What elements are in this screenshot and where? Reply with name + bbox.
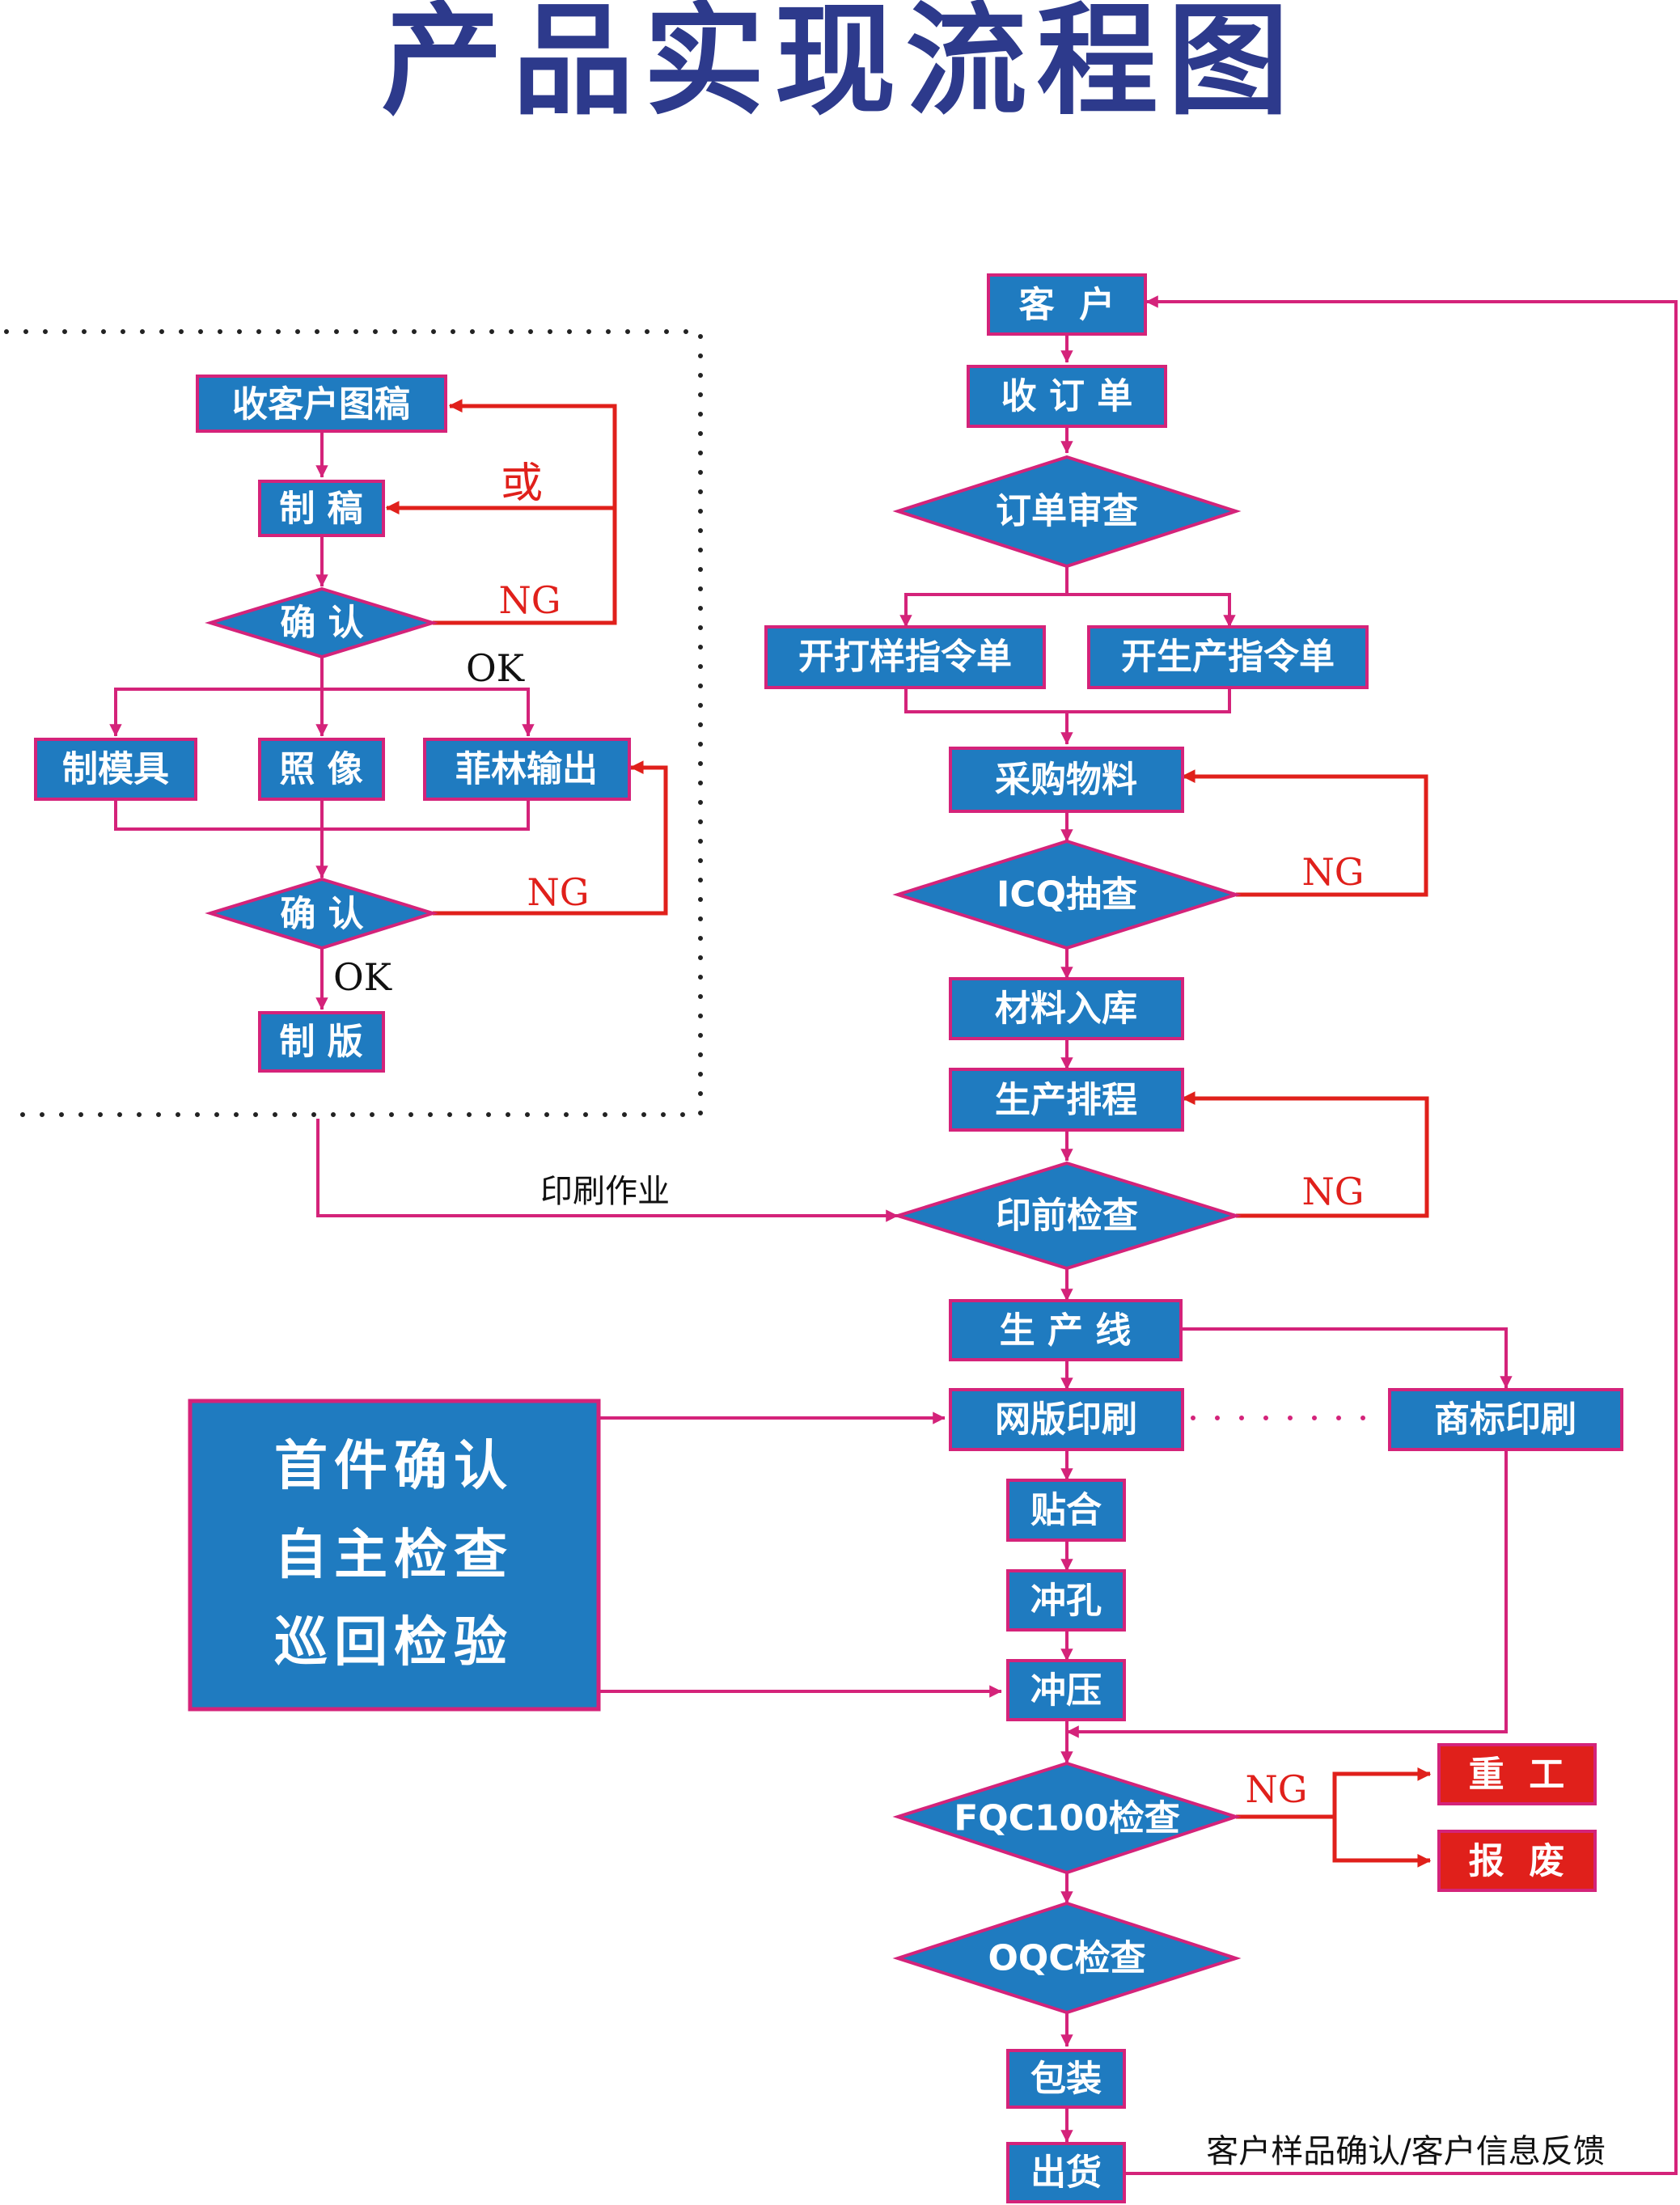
node-feilinshuchu: 菲林输出 <box>423 738 631 801</box>
svg-text:开打样指令单: 开打样指令单 <box>798 637 1012 678</box>
node-kehu: 客 户 <box>987 273 1147 336</box>
page-title: 产品实现流程图 <box>381 0 1299 132</box>
node-zhigao: 制 稿 <box>258 480 385 537</box>
svg-text:确 认: 确 认 <box>280 894 363 935</box>
label-ng-prepress: NG <box>1302 1170 1365 1213</box>
node-zhimoju: 制模具 <box>34 738 197 801</box>
node-shoudingdan: 收 订 单 <box>967 365 1167 428</box>
quality-box: 首件确认 自主检查 巡回检验 <box>188 1399 601 1712</box>
quality-item-2: 自主检查 <box>274 1524 514 1586</box>
svg-text:开生产指令单: 开生产指令单 <box>1121 637 1335 678</box>
svg-text:冲孔: 冲孔 <box>1030 1581 1102 1622</box>
node-chuhuo: 出货 <box>1006 2142 1126 2203</box>
node-zhaoxiang: 照 像 <box>258 738 385 801</box>
svg-text:制模具: 制模具 <box>62 749 169 790</box>
node-chongkong: 冲孔 <box>1006 1569 1126 1632</box>
svg-text:出货: 出货 <box>1030 2152 1102 2194</box>
svg-text:报 废: 报 废 <box>1469 1841 1565 1882</box>
node-dingdanshencha: 订单审查 <box>892 455 1242 569</box>
node-baozhuang: 包装 <box>1006 2049 1126 2109</box>
svg-text:网版印刷: 网版印刷 <box>995 1399 1137 1441</box>
node-baofei: 报 废 <box>1437 1830 1597 1892</box>
label-ok-2: OK <box>333 955 393 999</box>
quality-connectors <box>599 1411 1002 1698</box>
label-ng-1: NG <box>499 578 561 622</box>
label-ok-1: OK <box>466 646 526 690</box>
svg-text:商标印刷: 商标印刷 <box>1434 1399 1576 1441</box>
svg-text:印前检查: 印前检查 <box>996 1196 1138 1237</box>
node-kaidayang: 开打样指令单 <box>764 625 1046 689</box>
node-tiehe: 贴合 <box>1006 1479 1126 1542</box>
label-printing-work: 印刷作业 <box>540 1173 670 1210</box>
label-ng-icq: NG <box>1302 850 1365 894</box>
node-wangbanyinshua: 网版印刷 <box>949 1388 1184 1451</box>
quality-item-3: 巡回检验 <box>274 1611 514 1674</box>
svg-text:采购物料: 采购物料 <box>995 760 1137 801</box>
svg-text:菲林输出: 菲林输出 <box>455 749 598 790</box>
left-ng-loops <box>385 399 668 916</box>
node-shengchanpaicheng: 生产排程 <box>949 1068 1184 1132</box>
svg-text:制 版: 制 版 <box>279 1022 362 1063</box>
svg-text:贴合: 贴合 <box>1030 1490 1102 1531</box>
node-icq: ICQ抽查 <box>892 839 1242 950</box>
svg-text:收客户图稿: 收客户图稿 <box>232 384 410 425</box>
svg-text:ICQ抽查: ICQ抽查 <box>997 874 1137 916</box>
svg-text:客 户: 客 户 <box>1019 285 1115 326</box>
node-fqc: FQC100检查 <box>892 1761 1242 1875</box>
svg-text:材料入库: 材料入库 <box>995 988 1137 1030</box>
subprocess-boundary <box>4 329 703 1117</box>
label-ng-2: NG <box>527 870 590 914</box>
main-connectors <box>899 295 1678 2175</box>
svg-text:确 认: 确 认 <box>280 603 363 644</box>
svg-text:OQC检查: OQC检查 <box>988 1938 1145 1979</box>
svg-text:重 工: 重 工 <box>1469 1754 1565 1796</box>
node-queren2: 确 认 <box>205 877 438 950</box>
main-ng-loops <box>1181 769 1432 1868</box>
svg-text:冲压: 冲压 <box>1030 1670 1102 1712</box>
node-shangbiaoyinshua: 商标印刷 <box>1388 1388 1623 1451</box>
svg-text:生产排程: 生产排程 <box>995 1080 1137 1121</box>
node-caigou: 采购物料 <box>949 747 1184 813</box>
svg-text:订单审查: 订单审查 <box>996 491 1138 532</box>
svg-text:照 像: 照 像 <box>279 749 362 790</box>
node-chonggong: 重 工 <box>1437 1743 1597 1805</box>
node-chongya: 冲压 <box>1006 1659 1126 1721</box>
node-cailiaoruku: 材料入库 <box>949 977 1184 1040</box>
node-shoukehutugao: 收客户图稿 <box>196 375 447 433</box>
svg-text:包装: 包装 <box>1030 2059 1102 2100</box>
label-huo: 或 <box>501 459 543 508</box>
quality-item-1: 首件确认 <box>274 1435 514 1497</box>
node-oqc: OQC检查 <box>892 1901 1242 2015</box>
node-kaishengchan: 开生产指令单 <box>1087 625 1369 689</box>
node-zhiban: 制 版 <box>258 1011 385 1073</box>
svg-text:收 订 单: 收 订 单 <box>1001 376 1133 417</box>
node-shengchanxian: 生 产 线 <box>949 1299 1183 1361</box>
left-connectors <box>109 431 899 1222</box>
svg-text:生 产 线: 生 产 线 <box>1000 1310 1132 1352</box>
node-queren1: 确 认 <box>205 586 438 659</box>
svg-text:制 稿: 制 稿 <box>279 489 362 530</box>
label-ng-fqc: NG <box>1246 1767 1308 1811</box>
node-yinqianjiancha: 印前检查 <box>892 1161 1242 1271</box>
svg-text:FQC100检查: FQC100检查 <box>954 1798 1180 1839</box>
label-feedback: 客户样品确认/客户信息反馈 <box>1206 2133 1605 2170</box>
